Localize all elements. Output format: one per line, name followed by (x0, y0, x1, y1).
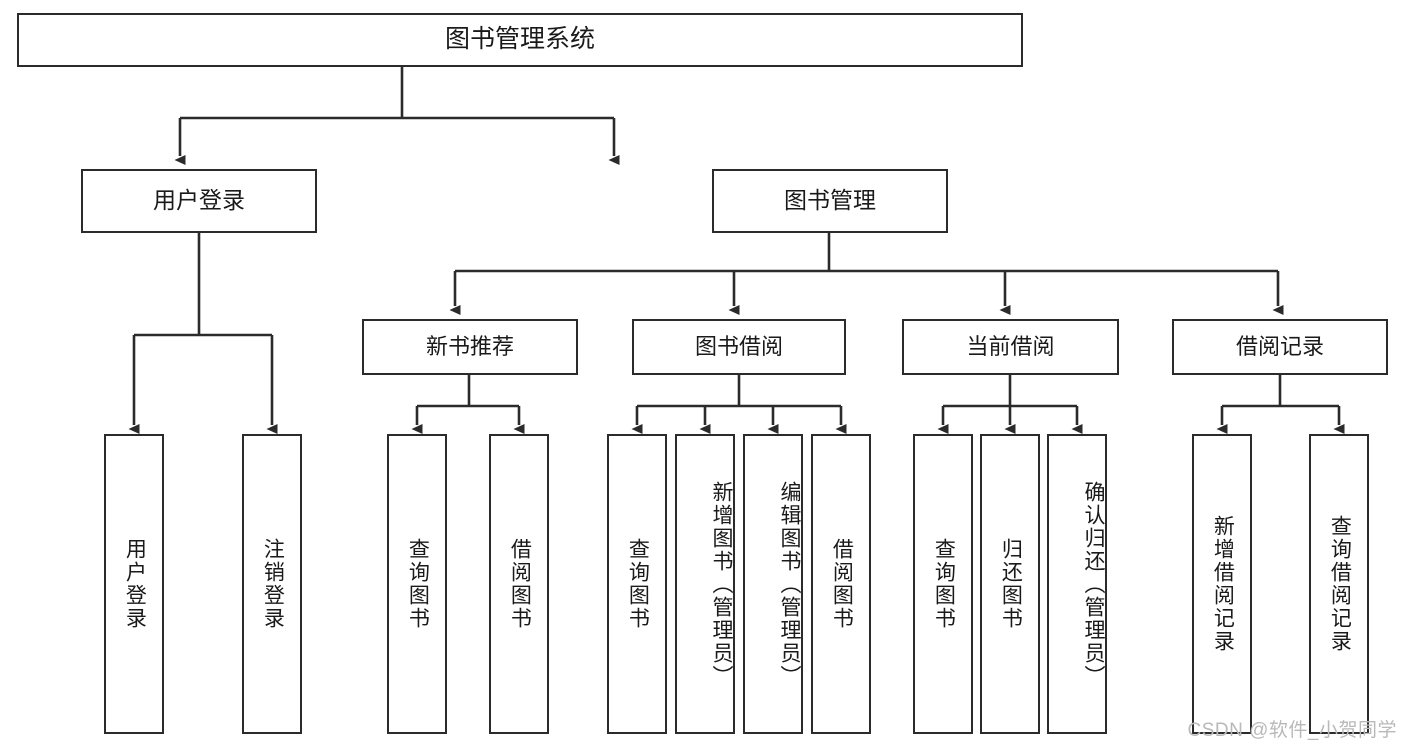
node-book-borrow[interactable]: 图书借阅 (632, 319, 846, 375)
leaf-record-query-label: 查询借阅记录 (1328, 515, 1352, 653)
leaf-current-return-book-label: 归还图书 (999, 538, 1023, 630)
leaf-user-login-login[interactable]: 用户登录 (104, 434, 164, 734)
leaf-borrow-borrow-book-label: 借阅图书 (830, 538, 854, 630)
node-current-borrow-label: 当前借阅 (966, 334, 1055, 360)
node-book-management[interactable]: 图书管理 (712, 169, 948, 233)
node-user-login[interactable]: 用户登录 (81, 169, 317, 233)
leaf-record-query[interactable]: 查询借阅记录 (1309, 434, 1369, 734)
leaf-current-confirm-return[interactable]: 确认归还（管理员） (1047, 434, 1107, 734)
leaf-borrow-edit-book-label: 编辑图书（管理员） (778, 480, 801, 688)
leaf-current-confirm-return-label: 确认归还（管理员） (1082, 480, 1105, 688)
node-book-borrow-label: 图书借阅 (694, 334, 783, 360)
leaf-borrow-borrow-book[interactable]: 借阅图书 (811, 434, 871, 734)
leaf-borrow-add-book[interactable]: 新增图书（管理员） (675, 434, 735, 734)
leaf-new-book-borrow[interactable]: 借阅图书 (489, 434, 549, 734)
node-new-book-recommend-label: 新书推荐 (425, 334, 514, 360)
leaf-user-login-logout[interactable]: 注销登录 (242, 434, 302, 734)
node-root-label: 图书管理系统 (444, 25, 595, 54)
node-user-login-label: 用户登录 (153, 187, 245, 214)
node-book-management-label: 图书管理 (784, 187, 876, 214)
leaf-user-login-logout-label: 注销登录 (261, 538, 285, 630)
leaf-borrow-edit-book[interactable]: 编辑图书（管理员） (743, 434, 803, 734)
leaf-borrow-query-book[interactable]: 查询图书 (607, 434, 667, 734)
watermark: CSDN @软件_小贺同学 (1187, 720, 1397, 741)
node-new-book-recommend[interactable]: 新书推荐 (362, 319, 578, 375)
node-root[interactable]: 图书管理系统 (17, 13, 1023, 67)
leaf-borrow-add-book-label: 新增图书（管理员） (710, 480, 733, 688)
leaf-new-book-borrow-label: 借阅图书 (508, 538, 532, 630)
leaf-current-query-book[interactable]: 查询图书 (913, 434, 973, 734)
node-borrow-record-label: 借阅记录 (1235, 334, 1324, 360)
node-borrow-record[interactable]: 借阅记录 (1172, 319, 1388, 375)
leaf-record-add[interactable]: 新增借阅记录 (1192, 434, 1252, 734)
node-current-borrow[interactable]: 当前借阅 (902, 319, 1119, 375)
leaf-current-return-book[interactable]: 归还图书 (980, 434, 1040, 734)
leaf-record-add-label: 新增借阅记录 (1211, 515, 1235, 653)
leaf-borrow-query-book-label: 查询图书 (626, 538, 650, 630)
leaf-new-book-query[interactable]: 查询图书 (387, 434, 447, 734)
leaf-current-query-book-label: 查询图书 (932, 538, 956, 630)
leaf-new-book-query-label: 查询图书 (406, 538, 430, 630)
leaf-user-login-login-label: 用户登录 (123, 538, 147, 630)
